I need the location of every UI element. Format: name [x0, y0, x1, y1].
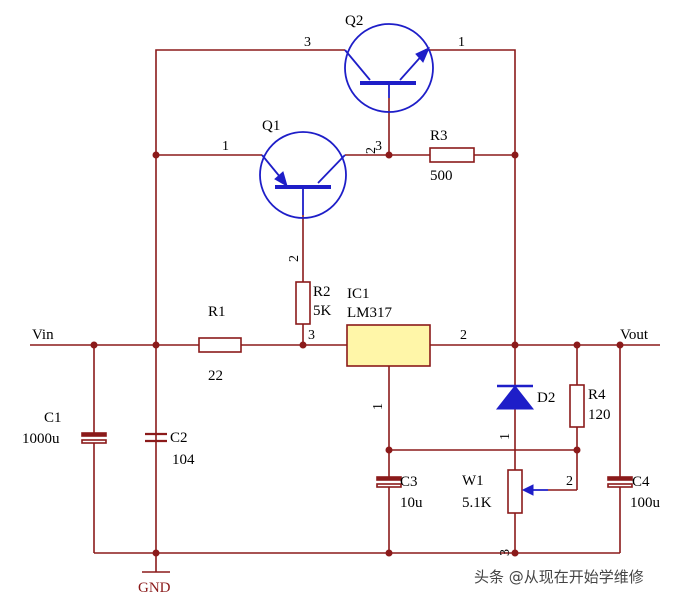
- diode-d2: [495, 384, 535, 410]
- junction-dot: [90, 341, 98, 349]
- q2-ref: Q2: [345, 13, 363, 29]
- watermark: 头条 @从现在开始学维修: [474, 568, 644, 586]
- w1-arrow: [521, 484, 534, 496]
- wires: [30, 49, 660, 573]
- ic1-part: LM317: [347, 305, 393, 321]
- capacitor-c4: [607, 476, 633, 488]
- w1-ref: W1: [462, 473, 484, 489]
- capacitor-c2: [145, 432, 167, 443]
- d2-ref: D2: [537, 390, 555, 406]
- q1-pin-e: 2: [287, 255, 302, 262]
- junction-dot: [573, 446, 581, 454]
- q2-pin-e: 1: [458, 35, 465, 50]
- resistor-r3: [429, 147, 475, 163]
- r1-value: 22: [208, 368, 223, 384]
- c4-value: 100u: [630, 495, 661, 511]
- w1-pin-bottom: 3: [498, 549, 513, 556]
- net-label-vin: Vin: [32, 327, 54, 343]
- c3-value: 10u: [400, 495, 423, 511]
- junction-dot: [152, 341, 160, 349]
- q1-collector-lead: [317, 154, 346, 184]
- junction-dot: [299, 341, 307, 349]
- junctions: [90, 151, 624, 557]
- r1-ref: R1: [208, 304, 226, 320]
- c4-plate-bottom: [607, 483, 633, 488]
- c3-plate-top: [376, 476, 402, 481]
- w1-value: 5.1K: [462, 495, 492, 511]
- q2-body: [344, 23, 434, 113]
- wire-top-right: [425, 49, 516, 345]
- potentiometer-w1: [507, 469, 523, 514]
- d2-triangle: [495, 385, 535, 410]
- c3-plate-bottom: [376, 483, 402, 488]
- ic1-pin-out: 2: [460, 328, 467, 343]
- capacitor-c1: [81, 432, 107, 444]
- d2-pin: 1: [498, 433, 513, 440]
- q1-pin-c: 3: [375, 139, 382, 154]
- q2-arrow: [415, 47, 430, 63]
- capacitor-c3: [376, 476, 402, 488]
- net-label-vout: Vout: [620, 327, 649, 343]
- c1-value: 1000u: [22, 431, 60, 447]
- c1-plate-bottom: [81, 439, 107, 444]
- net-label-gnd: GND: [138, 580, 171, 596]
- q1-pin-b: 1: [222, 139, 229, 154]
- resistor-r1: [198, 337, 242, 353]
- r3-value: 500: [430, 168, 453, 184]
- ic1-pin-adj: 1: [371, 403, 386, 410]
- c4-ref: C4: [632, 474, 650, 490]
- r4-ref: R4: [588, 387, 606, 403]
- q1-body: [259, 131, 347, 219]
- junction-dot: [152, 549, 160, 557]
- junction-dot: [152, 151, 160, 159]
- resistor-r4: [569, 384, 585, 428]
- r4-value: 120: [588, 407, 611, 423]
- q2-pin-b: 3: [304, 35, 311, 50]
- junction-dot: [385, 549, 393, 557]
- w1-pin-wiper: 2: [566, 474, 573, 489]
- junction-dot: [573, 341, 581, 349]
- c1-plate-top: [81, 432, 107, 437]
- junction-dot: [385, 446, 393, 454]
- r2-value: 5K: [313, 303, 332, 319]
- c3-ref: C3: [400, 474, 418, 490]
- junction-dot: [385, 151, 393, 159]
- q2-pin-c: 2: [364, 147, 379, 154]
- c2-value: 104: [172, 452, 195, 468]
- ic1-body: [346, 324, 431, 367]
- wire-top-left: [155, 49, 345, 555]
- junction-dot: [511, 341, 519, 349]
- transistor-q2: [344, 23, 434, 113]
- transistor-q1: [259, 131, 347, 219]
- q1-arrow: [274, 171, 288, 188]
- ic1-ref: IC1: [347, 286, 370, 302]
- q1-ref: Q1: [262, 118, 280, 134]
- r2-ref: R2: [313, 284, 331, 300]
- junction-dot: [511, 151, 519, 159]
- c4-plate-top: [607, 476, 633, 481]
- q2-base-lead: [344, 49, 371, 81]
- r3-ref: R3: [430, 128, 448, 144]
- junction-dot: [511, 549, 519, 557]
- c1-ref: C1: [44, 410, 62, 426]
- ic1-pin-in: 3: [308, 328, 315, 343]
- c2-ref: C2: [170, 430, 188, 446]
- resistor-r2: [295, 281, 311, 325]
- junction-dot: [616, 341, 624, 349]
